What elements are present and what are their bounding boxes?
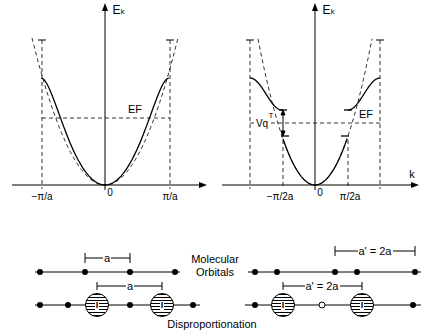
dimension-label: a' = 2a (305, 280, 340, 293)
zone-line (348, 140, 349, 189)
arrowhead (102, 3, 108, 11)
axis-arrowheads (102, 3, 419, 188)
band-edge (344, 109, 352, 110)
energy-axis (315, 8, 316, 190)
arrowhead (281, 110, 285, 115)
energy-band (41, 78, 169, 185)
empty-site (319, 302, 325, 308)
upper-band (250, 78, 283, 110)
tick-label: π/2a (339, 191, 362, 203)
tick (38, 40, 46, 41)
band-curves (32, 38, 380, 185)
tick (162, 282, 163, 290)
hatched-atom: I (85, 293, 109, 317)
atom (82, 269, 88, 275)
energy-axis (105, 8, 106, 190)
row-title: Molecular Orbitals (186, 253, 244, 278)
dimension-label: a (103, 252, 111, 265)
tick (166, 40, 174, 41)
atom (127, 269, 133, 275)
axis-label: Eₖ (111, 4, 126, 18)
atom (274, 269, 280, 275)
tick-label: π/a (161, 191, 178, 203)
tick (85, 253, 86, 263)
atom (332, 269, 338, 275)
atom (37, 302, 43, 308)
tick (246, 40, 254, 41)
tick (376, 40, 384, 41)
hatched-atom: I (350, 293, 374, 317)
fermi-label: EF (127, 103, 143, 116)
zone-line (283, 140, 284, 189)
atom (37, 269, 43, 275)
hatched-atom: I (271, 293, 295, 317)
row-title: Disproportionation (166, 318, 257, 331)
zone-line (250, 40, 251, 189)
atom-symbol: I (281, 301, 286, 310)
dimension-label: a (126, 280, 134, 293)
chain-line (35, 272, 180, 273)
zone-line (380, 40, 381, 189)
tick-label: 0 (316, 187, 324, 199)
zone-line (42, 40, 43, 189)
atom (172, 269, 178, 275)
band-edge (281, 135, 289, 136)
atom (127, 302, 133, 308)
gap-superscript: T (268, 111, 275, 120)
band-edge (341, 135, 349, 136)
tick-label: 0 (106, 187, 114, 199)
tick-label: −π/2a (266, 191, 295, 203)
atom (410, 302, 416, 308)
atom (412, 269, 418, 275)
tick (97, 282, 98, 290)
atom (65, 302, 71, 308)
axis-label: k (408, 168, 416, 181)
fermi-level (250, 123, 383, 124)
tick (415, 246, 416, 256)
tick (130, 253, 131, 263)
upper-band (348, 78, 380, 110)
tick (283, 282, 284, 290)
atom (252, 302, 258, 308)
gap-arrow (281, 110, 285, 136)
arrowhead (312, 3, 318, 11)
tick (335, 246, 336, 256)
axes (12, 8, 414, 190)
gap-line (283, 113, 284, 133)
zone-ticks (38, 40, 384, 41)
tick-label: −π/a (30, 191, 53, 203)
hatched-atom: I (150, 293, 174, 317)
fermi-label: EF (358, 108, 374, 121)
axis-label: Eₖ (321, 4, 336, 18)
chain-line (35, 305, 200, 306)
atom-symbol: I (160, 301, 165, 310)
tick (362, 282, 363, 290)
arrowhead (411, 182, 419, 188)
zone-line (170, 40, 171, 189)
zone-boundaries (42, 40, 383, 189)
atom-symbol: I (95, 301, 100, 310)
atom (354, 269, 360, 275)
atom (252, 269, 258, 275)
atom-symbol: I (360, 301, 365, 310)
free-electron-parabola (258, 39, 372, 185)
arrowhead (199, 182, 207, 188)
lower-band (283, 139, 347, 185)
free-electron-parabola (32, 38, 178, 185)
dimension-label: a' = 2a (358, 245, 393, 258)
arrowhead (281, 131, 285, 136)
atom (190, 302, 196, 308)
